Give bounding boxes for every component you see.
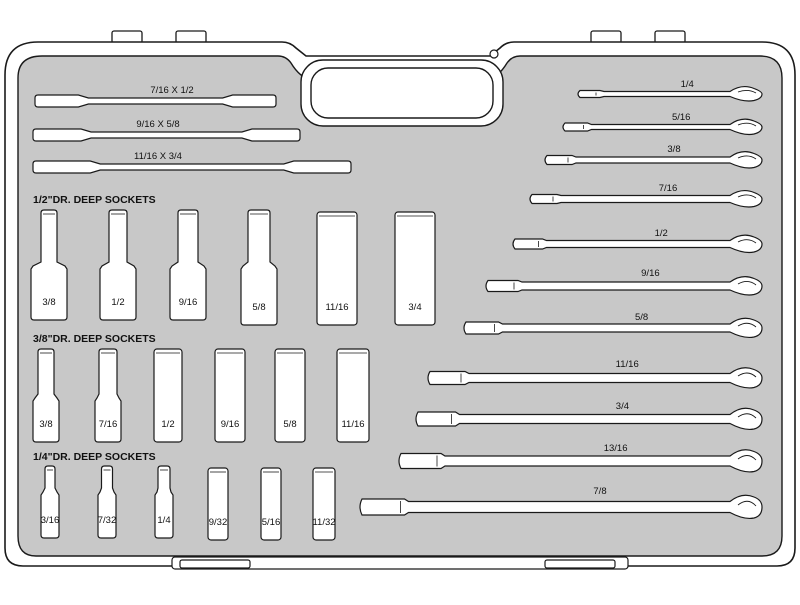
socket-size-label: 3/16	[41, 515, 60, 526]
socket: 1/2	[153, 348, 183, 443]
socket: 7/16	[94, 348, 122, 443]
combination-wrench: 1/2	[512, 228, 763, 254]
socket: 11/16	[336, 348, 370, 443]
socket-size-label: 9/16	[221, 419, 240, 430]
socket: 1/4	[154, 465, 174, 539]
socket-size-label: 9/16	[179, 297, 198, 308]
wrench-size-label: 7/8	[593, 486, 606, 497]
extension-label: 11/16 X 3/4	[134, 151, 182, 162]
combination-wrench: 3/4	[415, 401, 763, 431]
socket: 11/16	[316, 211, 358, 326]
socket: 9/32	[207, 467, 229, 541]
socket-size-label: 9/32	[209, 517, 228, 528]
combination-wrench: 11/16	[427, 359, 763, 389]
wrench-size-label: 3/8	[667, 144, 680, 155]
socket: 3/8	[30, 209, 68, 321]
socket-size-label: 3/8	[39, 419, 52, 430]
wrench-size-label: 9/16	[641, 268, 660, 279]
extension-label: 9/16 X 5/8	[136, 119, 179, 130]
combination-wrench: 13/16	[398, 443, 763, 473]
extension-bar: 11/16 X 3/4	[32, 151, 352, 174]
socket-size-label: 11/16	[325, 302, 348, 313]
wrench-size-label: 13/16	[604, 443, 628, 454]
section-heading: 1/4"DR. DEEP SOCKETS	[33, 451, 156, 463]
socket-size-label: 1/4	[157, 515, 170, 526]
socket: 3/4	[394, 211, 436, 326]
socket: 5/16	[260, 467, 282, 541]
socket: 5/8	[240, 209, 278, 326]
hinge-pin-icon	[489, 49, 499, 59]
extension-label: 7/16 X 1/2	[150, 85, 193, 96]
combination-wrench: 9/16	[485, 268, 763, 296]
socket-size-label: 5/8	[283, 419, 296, 430]
combination-wrench: 7/8	[359, 486, 763, 520]
socket-size-label: 3/8	[42, 297, 55, 308]
socket-section-quarter_inch: 1/4"DR. DEEP SOCKETS 3/16 7/32 1/4 9/32 5/16 1…	[33, 451, 336, 541]
wrench-size-label: 1/2	[655, 228, 668, 239]
wrench-set: 1/4 5/16 3/8 7/16 1/2 9/16 5/8 11/16 3/4 13/16 7/8	[359, 79, 763, 520]
socket: 9/16	[169, 209, 207, 321]
combination-wrench: 5/8	[463, 312, 763, 339]
socket-section-half_inch: 1/2"DR. DEEP SOCKETS 3/8 1/2 9/16 5/8 11/16 3/…	[30, 194, 436, 326]
wrench-size-label: 7/16	[659, 183, 678, 194]
wrench-size-label: 1/4	[681, 79, 694, 90]
socket-size-label: 11/16	[341, 419, 364, 430]
socket: 5/8	[274, 348, 306, 443]
combination-wrench: 1/4	[577, 79, 763, 102]
combination-wrench: 7/16	[529, 183, 763, 208]
socket-size-label: 5/8	[252, 302, 265, 313]
combination-wrench: 5/16	[562, 112, 763, 136]
socket-size-label: 7/32	[98, 515, 117, 526]
carry-handle	[300, 49, 504, 127]
socket: 3/16	[40, 465, 60, 539]
wrench-size-label: 5/8	[635, 312, 648, 323]
wrench-size-label: 3/4	[616, 401, 629, 412]
socket: 7/32	[97, 465, 117, 539]
wrench-size-label: 11/16	[616, 359, 639, 370]
extension-bars: 7/16 X 1/2 9/16 X 5/8 11/16 X 3/4	[32, 85, 352, 174]
socket-size-label: 1/2	[111, 297, 124, 308]
extension-bar: 9/16 X 5/8	[32, 119, 301, 142]
socket-size-label: 5/16	[262, 517, 281, 528]
combination-wrench: 3/8	[544, 144, 763, 169]
socket: 3/8	[32, 348, 60, 443]
socket: 11/32	[312, 467, 336, 541]
bottom-hinge	[171, 556, 629, 570]
wrench-size-label: 5/16	[672, 112, 691, 123]
socket-size-label: 1/2	[161, 419, 174, 430]
socket-size-label: 3/4	[408, 302, 421, 313]
socket-size-label: 7/16	[99, 419, 118, 430]
extension-bar: 7/16 X 1/2	[34, 85, 277, 108]
socket: 9/16	[214, 348, 246, 443]
socket-section-three_eighths: 3/8"DR. DEEP SOCKETS 3/8 7/16 1/2 9/16 5/8 11/…	[32, 333, 370, 443]
section-heading: 1/2"DR. DEEP SOCKETS	[33, 194, 156, 206]
socket-size-label: 11/32	[312, 517, 335, 528]
socket: 1/2	[99, 209, 137, 321]
section-heading: 3/8"DR. DEEP SOCKETS	[33, 333, 156, 345]
top-latches	[111, 30, 686, 44]
